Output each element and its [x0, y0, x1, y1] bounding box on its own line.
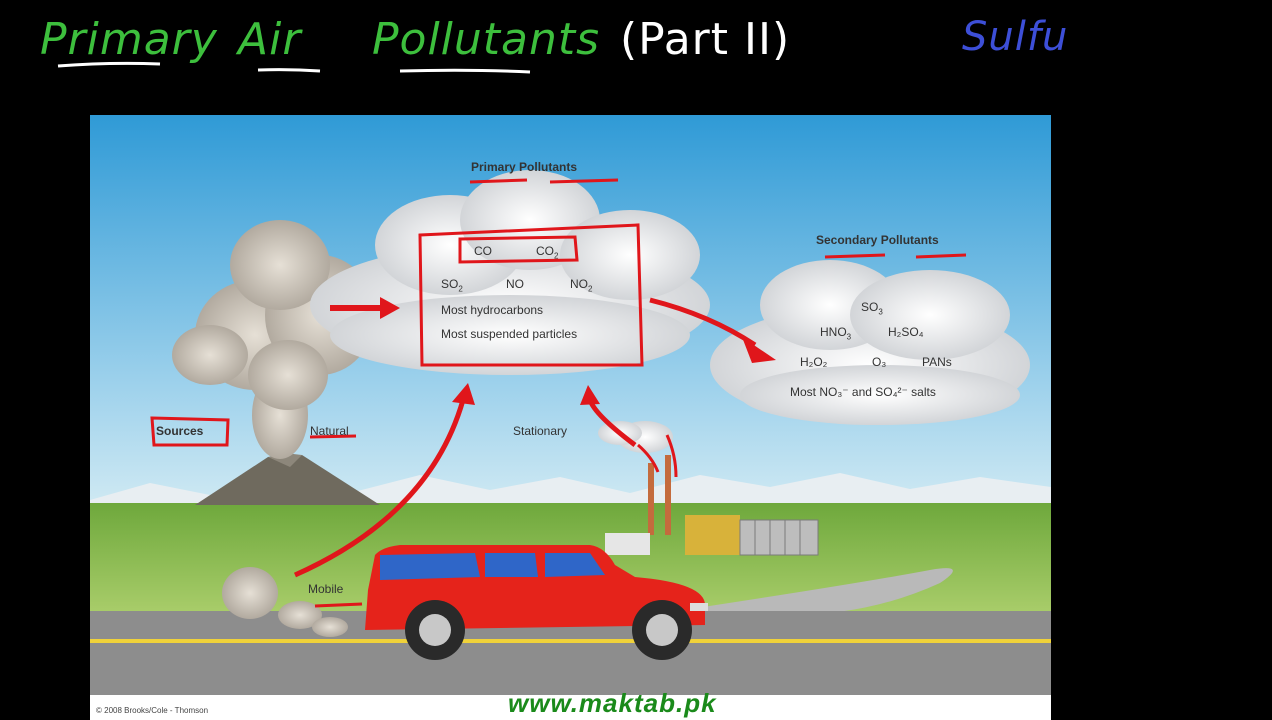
- bottom-strip: [90, 695, 1051, 720]
- underline-mobile: [314, 602, 363, 608]
- diagram-illustration: [90, 115, 1051, 720]
- underline-pollutants-heading: [549, 178, 619, 184]
- title-primary-text: Primary: [40, 14, 218, 65]
- h2so4-label: H₂SO₄: [888, 325, 924, 339]
- stationary-tick: [637, 443, 660, 473]
- underline-secondary-pollutants: [915, 253, 967, 259]
- flow-arrows: [293, 297, 776, 578]
- salts-label: Most NO₃⁻ and SO₄²⁻ salts: [790, 385, 936, 399]
- underline-primary-heading: [469, 178, 528, 184]
- underline-secondary-heading: [824, 253, 886, 259]
- underline-pollutants: [399, 68, 531, 74]
- sources-label: Sources: [156, 424, 204, 438]
- mobile-label: Mobile: [308, 582, 344, 596]
- primary-pollutant-cloud: [310, 170, 710, 375]
- title-underlines: [57, 61, 531, 74]
- stationary-label: Stationary: [513, 424, 568, 438]
- car-exhaust: [222, 567, 348, 637]
- underline-natural: [309, 434, 357, 439]
- so3-label: SO3: [861, 300, 883, 317]
- underline-air: [257, 68, 321, 73]
- volcano: [195, 455, 380, 505]
- arrow-mobile-to-primary: [293, 399, 466, 578]
- sources-box: [150, 416, 230, 447]
- pollution-diagram: Primary Pollutants CO CO2 SO2 NO NO2 Mos…: [90, 115, 1051, 720]
- car: [365, 545, 708, 660]
- hno3-label: HNO3: [820, 325, 852, 342]
- title-pollutants-text: Pollutants: [372, 14, 601, 65]
- secondary-pollutant-cloud: [710, 260, 1030, 425]
- no-label: NO: [506, 277, 524, 291]
- particles-label: Most suspended particles: [441, 327, 578, 341]
- no2-label: NO2: [570, 277, 593, 294]
- primary-list-box: [418, 223, 644, 367]
- sulfur-note-text: Sulfu: [962, 14, 1069, 60]
- title-part-text: (Part II): [620, 14, 791, 65]
- underline-primary: [57, 61, 161, 68]
- primary-pollutants-heading: Primary Pollutants: [471, 160, 578, 174]
- natural-label: Natural: [310, 424, 349, 438]
- arrow-primary-to-secondary: [649, 297, 757, 348]
- website-watermark: www.maktab.pk: [508, 688, 717, 718]
- co-box: [458, 235, 579, 264]
- co-label: CO: [474, 244, 492, 258]
- title-air-text: Air: [238, 14, 302, 65]
- hydrocarbons-label: Most hydrocarbons: [441, 303, 544, 317]
- pans-label: PANs: [922, 355, 952, 369]
- co2-label: CO2: [536, 244, 559, 261]
- side-road: [650, 568, 953, 615]
- copyright-text: © 2008 Brooks/Cole - Thomson: [96, 706, 209, 715]
- h2o2-label: H₂O₂: [800, 355, 828, 369]
- o3-label: O₃: [872, 355, 887, 369]
- secondary-pollutants-heading: Secondary Pollutants: [816, 233, 939, 247]
- road-line: [90, 639, 1051, 643]
- red-annotations: [150, 178, 967, 608]
- factory: [605, 455, 819, 556]
- so2-label: SO2: [441, 277, 463, 294]
